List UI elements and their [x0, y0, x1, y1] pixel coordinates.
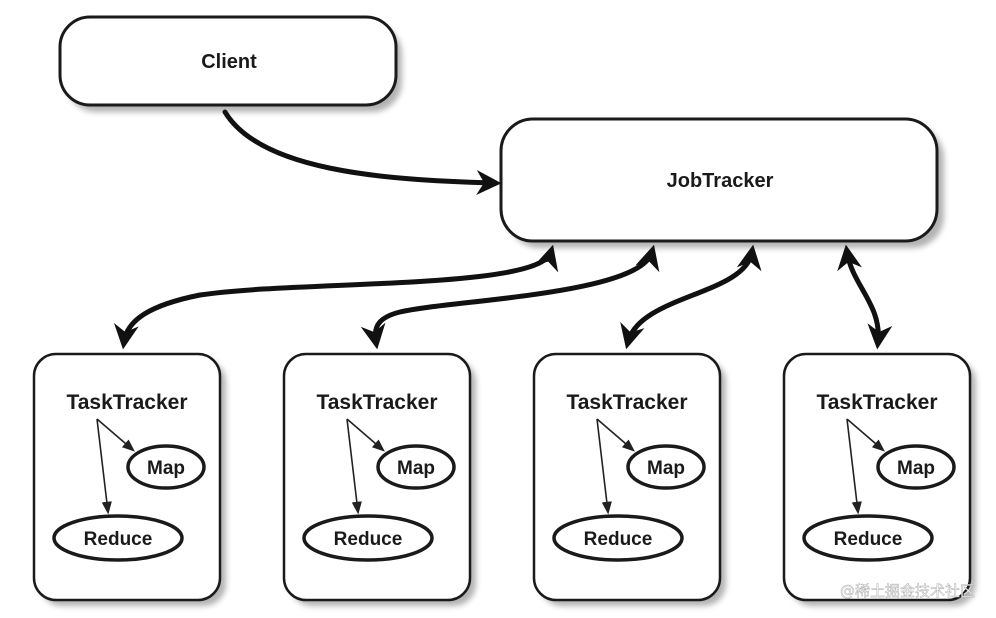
- reduce-task-oval: [802, 514, 934, 562]
- reduce-label: Reduce: [834, 529, 903, 550]
- jobtracker-label: JobTracker: [667, 170, 774, 192]
- tasktracker-to-reduce-arrow: [846, 418, 862, 515]
- jobtracker-tasktracker-2-arrow: [360, 244, 660, 350]
- jobtracker-tasktracker-4-arrow: [837, 244, 893, 350]
- tasktracker-label: TaskTracker: [566, 391, 687, 414]
- reduce-task-oval: [552, 514, 684, 562]
- map-label: Map: [897, 458, 935, 479]
- tasktracker-to-reduce-arrow: [596, 418, 612, 515]
- tasktracker-to-reduce-arrow: [346, 418, 362, 515]
- tasktracker-node: TaskTracker Map Reduce: [782, 352, 976, 606]
- tasktracker-to-map-arrow: [846, 418, 885, 452]
- tasktracker-node: TaskTracker Map Reduce: [282, 352, 476, 606]
- reduce-task-oval: [52, 514, 184, 562]
- map-task-oval: [126, 444, 206, 490]
- map-task-oval: [876, 444, 956, 490]
- map-label: Map: [647, 458, 685, 479]
- map-label: Map: [397, 458, 435, 479]
- watermark-text: @稀土掘金技术社区: [840, 582, 975, 600]
- map-task-oval: [376, 444, 456, 490]
- map-label: Map: [147, 458, 185, 479]
- client-to-jobtracker-arrow: [222, 109, 502, 196]
- tasktracker-to-reduce-arrow: [96, 418, 112, 515]
- reduce-task-oval: [302, 514, 434, 562]
- map-task-oval: [626, 444, 706, 490]
- jobtracker-tasktracker-3-arrow: [620, 244, 762, 350]
- tasktracker-label: TaskTracker: [316, 391, 437, 414]
- jobtracker-node: JobTracker: [499, 117, 944, 248]
- tasktracker-node: TaskTracker Map Reduce: [32, 352, 226, 606]
- tasktracker-to-map-arrow: [346, 418, 385, 452]
- reduce-label: Reduce: [334, 529, 403, 550]
- reduce-label: Reduce: [84, 529, 153, 550]
- client-node: Client: [58, 15, 402, 112]
- reduce-label: Reduce: [584, 529, 653, 550]
- jobtracker-tasktracker-1-arrow: [113, 244, 559, 350]
- tasktracker-node: TaskTracker Map Reduce: [532, 352, 726, 606]
- tasktracker-label: TaskTracker: [816, 391, 937, 414]
- client-label: Client: [201, 51, 257, 73]
- tasktracker-to-map-arrow: [596, 418, 635, 452]
- tasktracker-to-map-arrow: [96, 418, 135, 452]
- tasktracker-label: TaskTracker: [66, 391, 187, 414]
